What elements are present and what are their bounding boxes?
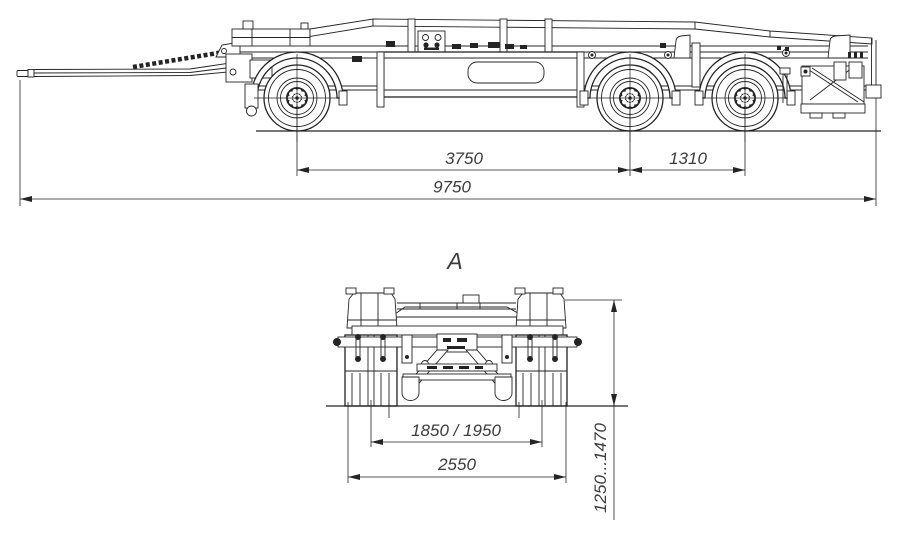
dim-track-width-label: 1850 / 1950 (411, 421, 501, 440)
view-a-label: A (445, 248, 462, 274)
dim-height-range-label: 1250...1470 (591, 423, 610, 513)
dim-axle-spacing-rear-label: 1310 (669, 149, 707, 168)
subframe-box (376, 51, 585, 108)
fender-fittings (588, 49, 790, 59)
rear-assembly (777, 46, 882, 119)
front-frame (231, 18, 374, 47)
frame-hardware (352, 41, 666, 62)
drawbar (16, 41, 273, 83)
rear-suspension (401, 333, 513, 401)
rear-body (345, 287, 567, 336)
mount-plate (417, 30, 446, 53)
dim-overall-length-label: 9750 (433, 178, 471, 197)
frame-posts (407, 18, 701, 88)
container-guides (673, 34, 851, 59)
dim-axle-spacing-front-label: 3750 (445, 149, 483, 168)
top-rail (372, 18, 877, 85)
rear-view: A (326, 248, 628, 520)
u-bolts (355, 334, 558, 362)
side-view: 3750 1310 9750 (16, 18, 882, 206)
side-dimensions: 3750 1310 9750 (19, 80, 877, 206)
front-support-leg (244, 83, 259, 117)
dim-overall-width-label: 2550 (437, 455, 476, 474)
rear-dimensions: 1850 / 1950 2550 1250...1470 (347, 299, 622, 520)
